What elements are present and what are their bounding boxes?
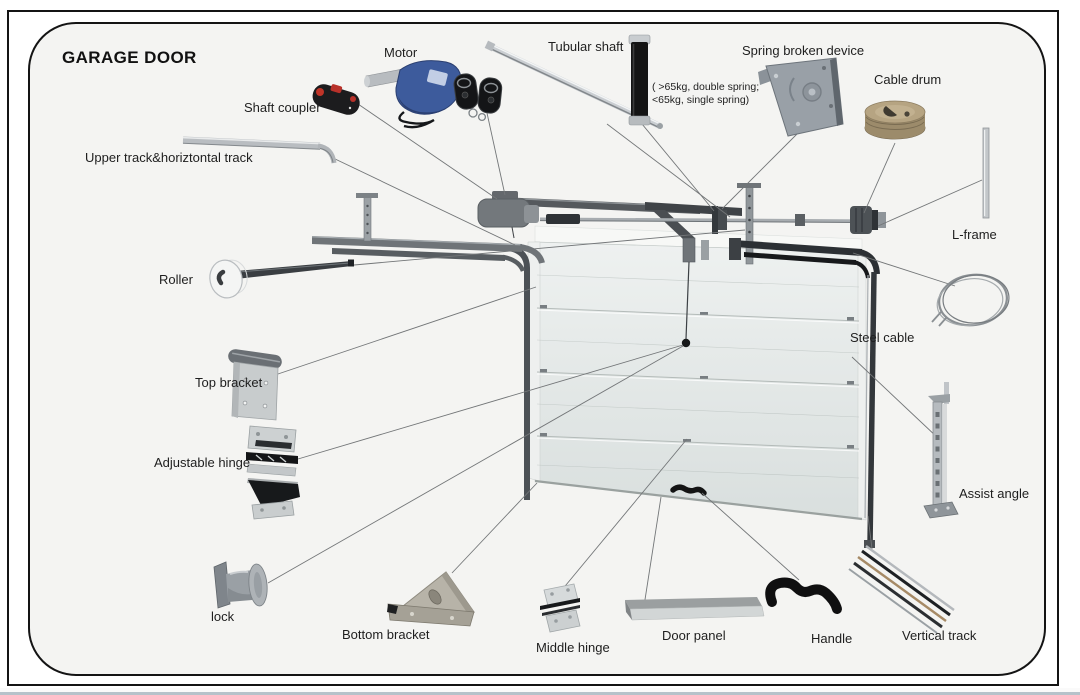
label-l-frame: L-frame <box>952 227 997 242</box>
label-lock: lock <box>211 609 235 624</box>
label-tubular-shaft: Tubular shaft <box>548 39 624 54</box>
part-motor <box>364 60 462 129</box>
label-assist-angle: Assist angle <box>959 486 1030 501</box>
label-upper-track: Upper track&horiztontal track <box>85 150 253 165</box>
part-roller <box>209 259 354 299</box>
door-hinge-marks <box>540 305 854 449</box>
bottom-strip <box>0 688 1080 692</box>
label-steel-cable: Steel cable <box>850 330 915 345</box>
part-assist-angle <box>923 382 959 519</box>
part-door-panel <box>625 597 765 621</box>
label-roller: Roller <box>159 272 193 287</box>
part-shaft-coupler <box>312 84 360 115</box>
label-spring-broken-device: Spring broken device <box>742 43 865 58</box>
torsion-shaft <box>539 183 886 265</box>
label-motor: Motor <box>384 45 418 60</box>
part-vertical-track <box>848 545 955 634</box>
label-adjustable-hinge: Adjustable hinge <box>154 455 251 470</box>
part-spring <box>628 34 651 126</box>
part-handle <box>765 577 842 614</box>
label-handle: Handle <box>811 631 853 646</box>
part-middle-hinge <box>540 583 581 633</box>
part-steel-cable <box>931 273 1010 327</box>
door-handle-mark <box>670 484 707 496</box>
spring-note-line2: <65kg, single spring) <box>652 93 750 106</box>
label-bottom-bracket: Bottom bracket <box>342 627 430 642</box>
part-cable-drum <box>864 100 926 140</box>
label-vertical-track: Vertical track <box>902 628 977 643</box>
part-upper-track <box>182 136 337 164</box>
part-remote-controls <box>453 73 503 122</box>
release-cord-knob <box>681 338 691 348</box>
page-title: GARAGE DOOR <box>62 48 197 67</box>
door-seams <box>536 307 860 450</box>
label-middle-hinge: Middle hinge <box>536 640 610 655</box>
left-track <box>311 193 545 500</box>
door-assembly <box>527 225 867 521</box>
part-adjustable-hinge <box>246 425 300 520</box>
part-l-frame <box>982 127 990 219</box>
part-spring-broken-device <box>758 57 844 137</box>
part-top-bracket <box>228 349 282 421</box>
spring-note-line1: ( >65kg, double spring; <box>652 81 760 93</box>
label-shaft-coupler: Shaft coupler <box>244 100 321 115</box>
label-door-panel: Door panel <box>662 628 726 643</box>
label-top-bracket: Top bracket <box>195 375 263 390</box>
bottom-edge-line <box>0 692 1080 695</box>
spring-weight-note: ( >65kg, double spring; <65kg, single sp… <box>652 81 759 106</box>
part-bottom-bracket <box>387 571 475 627</box>
label-cable-drum: Cable drum <box>874 72 942 87</box>
cable-drum-on-shaft <box>850 206 872 234</box>
part-lock <box>213 561 268 609</box>
leader-lines <box>267 103 983 607</box>
